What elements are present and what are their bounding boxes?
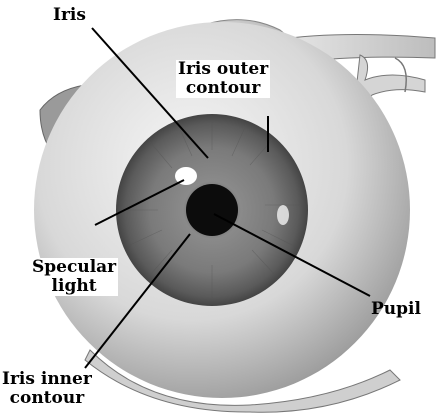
label-iris: Iris — [53, 6, 86, 25]
label-pupil: Pupil — [371, 300, 421, 319]
label-specular-light: Specular light — [30, 258, 118, 296]
label-iris-outer-contour: Iris outer contour — [176, 60, 270, 98]
label-iris-inner-contour: Iris inner contour — [2, 370, 92, 408]
pupil — [186, 184, 238, 236]
